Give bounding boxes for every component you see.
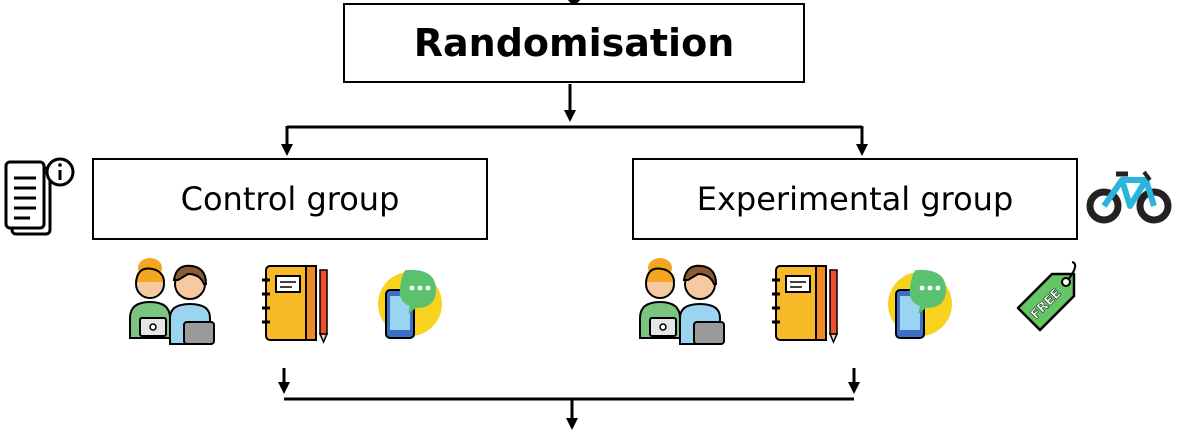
mobile-message-icon bbox=[378, 269, 442, 339]
information-document-icon bbox=[4, 157, 75, 236]
notebook-icon bbox=[262, 265, 329, 344]
bicycle-icon bbox=[1086, 170, 1172, 224]
consultation-icon bbox=[639, 258, 725, 345]
control-group-label: Control group bbox=[180, 180, 400, 218]
free-tag-icon: FREE bbox=[1016, 261, 1077, 332]
experimental-group-label: Experimental group bbox=[696, 180, 1014, 218]
split-connector bbox=[281, 84, 868, 156]
randomisation-box: Randomisation bbox=[343, 3, 805, 83]
randomisation-label: Randomisation bbox=[413, 21, 735, 65]
experimental-group-box: Experimental group bbox=[632, 158, 1078, 240]
consultation-icon bbox=[129, 258, 215, 345]
notebook-icon bbox=[772, 265, 839, 344]
mobile-message-icon bbox=[888, 269, 952, 339]
control-group-box: Control group bbox=[92, 158, 488, 240]
merge-connector bbox=[278, 368, 860, 430]
